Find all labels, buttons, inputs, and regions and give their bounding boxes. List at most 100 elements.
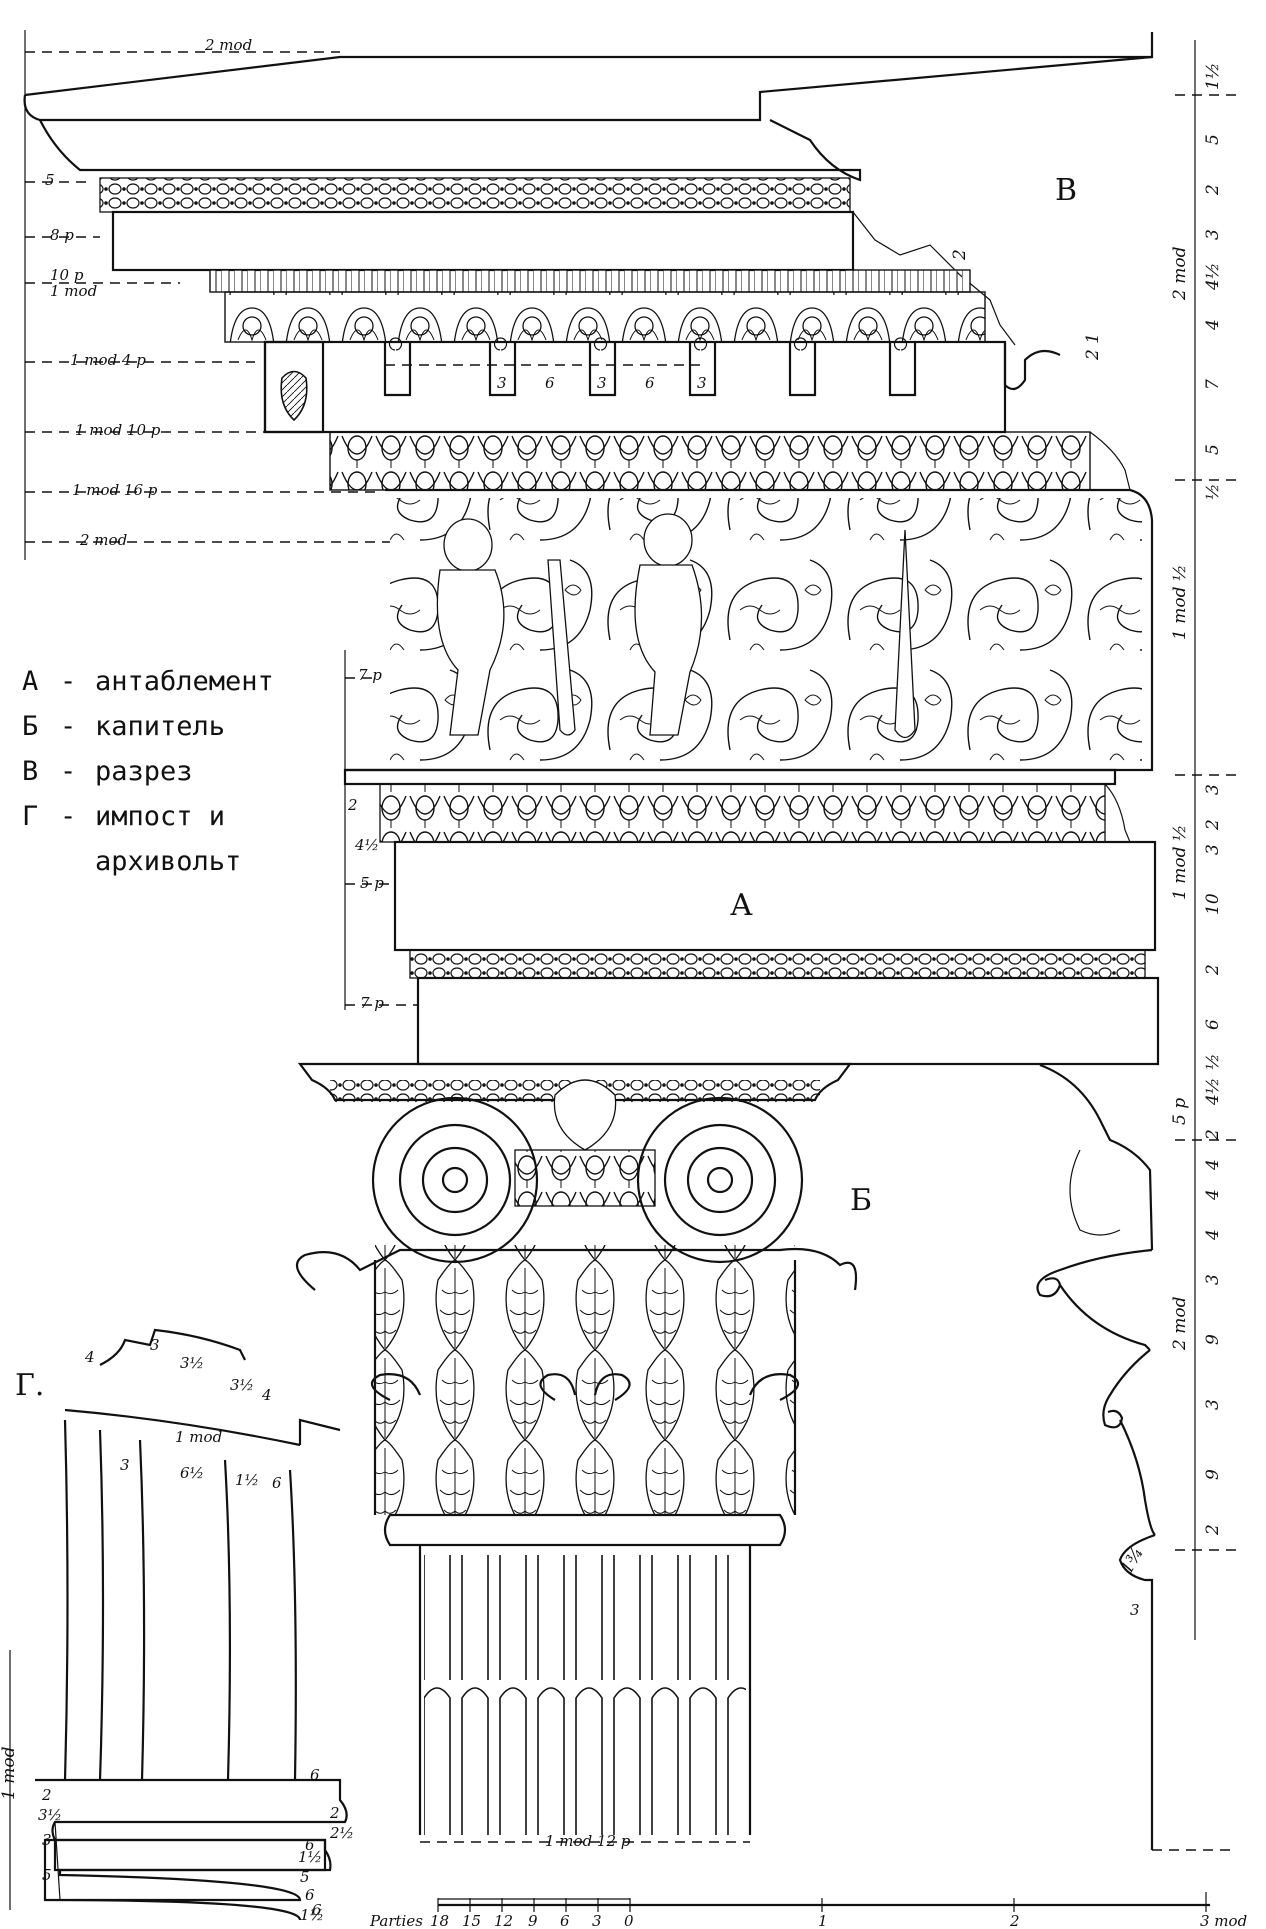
dim-label: 1 mod bbox=[0, 1746, 19, 1800]
dim-label: 4½ bbox=[1203, 1078, 1223, 1106]
dim-label: 4 bbox=[1203, 1229, 1223, 1241]
dim-label: 2 mod bbox=[204, 36, 252, 54]
dim-label: 5 bbox=[300, 1868, 310, 1886]
legend-sep-a: - bbox=[60, 666, 76, 697]
section-profile bbox=[1036, 1063, 1232, 1851]
dim-label: 2 bbox=[1203, 819, 1223, 831]
section-label-capital: Б bbox=[850, 1183, 872, 1218]
modillion-end-box bbox=[263, 340, 325, 434]
dim-label: 4 bbox=[1203, 1189, 1223, 1201]
dim-label: 2 bbox=[1203, 1129, 1223, 1141]
scale-tick: 15 bbox=[462, 1912, 481, 1929]
volute-right bbox=[636, 1096, 804, 1264]
dim-label: 2½ bbox=[329, 1824, 354, 1842]
scale-tick: 6 bbox=[560, 1912, 570, 1929]
volute-left bbox=[371, 1096, 539, 1264]
dim-label: 6 bbox=[272, 1474, 282, 1492]
scale-labels: Parties 18 15 12 9 6 3 0 1 2 3 mod bbox=[369, 1912, 1247, 1929]
dim-label: 1 mod 10 p bbox=[75, 421, 161, 439]
dim-label: 4 bbox=[1203, 319, 1223, 331]
dim-label: 1 mod 16 p bbox=[72, 481, 158, 499]
modillion-band bbox=[263, 340, 1007, 434]
section-label-impost: Г. bbox=[15, 1368, 44, 1403]
dim-label: 9 bbox=[1203, 1334, 1223, 1345]
dim-label: 3 bbox=[1203, 1399, 1223, 1410]
modillion-spacing-labels: 3 6 3 6 3 bbox=[497, 374, 707, 392]
dim-label: 2 bbox=[329, 1804, 340, 1822]
legend-sep-d: - bbox=[60, 801, 76, 832]
scale-tick: 18 bbox=[430, 1912, 449, 1929]
dim-label: 5 p bbox=[1170, 1098, 1190, 1125]
frieze bbox=[345, 488, 1154, 772]
dim-label: 2 1 bbox=[1083, 333, 1103, 361]
spacing-label: 6 bbox=[645, 374, 655, 392]
dim-label: 2 bbox=[347, 796, 358, 814]
spacing-label: 3 bbox=[497, 374, 507, 392]
legend-key-d: Г bbox=[22, 801, 38, 832]
dim-label: 2 mod bbox=[1170, 246, 1190, 301]
legend-text-d: импост и bbox=[95, 801, 225, 832]
dim-label: 3 bbox=[1203, 784, 1223, 795]
dim-label: 3 bbox=[42, 1831, 52, 1849]
dim-label: 1 mod bbox=[175, 1428, 222, 1446]
impost-archivolt bbox=[35, 1328, 348, 1921]
scale-bar bbox=[437, 1892, 1210, 1912]
right-dimension-labels: 1½ 5 2 3 4½ 4 7 5 ½ 1 mod ½ 3 2 3 1 mod … bbox=[950, 63, 1223, 1619]
dim-label: 1½ bbox=[1203, 63, 1223, 90]
scale-tick: 3 mod bbox=[1200, 1912, 1247, 1929]
architrave-fascia-lower bbox=[416, 976, 1160, 1066]
dim-label: 5 bbox=[1203, 134, 1223, 145]
dim-label: 5 bbox=[1203, 444, 1223, 455]
frieze-putti bbox=[436, 513, 916, 739]
section-label-section: В bbox=[1055, 173, 1077, 208]
dim-label: 6 bbox=[312, 1901, 322, 1919]
dim-label: 1½ bbox=[298, 1848, 322, 1866]
scale-tick: 1 bbox=[818, 1912, 828, 1929]
acanthus-body bbox=[375, 1245, 795, 1515]
section-volute-upper bbox=[1036, 1248, 1153, 1298]
dim-label: 5 bbox=[42, 1866, 52, 1884]
legend-text-a: антаблемент bbox=[95, 666, 274, 697]
astragal bbox=[383, 1513, 787, 1547]
column-shaft bbox=[418, 1545, 752, 1835]
impost-dimension-labels: 4 3 3½ 3½ 4 1 mod 3 6½ 1½ 6 6 2 3½ 3 5 2… bbox=[0, 1336, 354, 1924]
modillion-end-leaf bbox=[280, 370, 308, 422]
dim-label: 3 bbox=[1203, 844, 1223, 855]
section-volute-lower bbox=[1102, 1349, 1151, 1429]
legend-sep-c: - bbox=[60, 756, 76, 787]
dim-label: 1 mod ½ bbox=[1170, 825, 1190, 900]
dim-label: 9 bbox=[1203, 1469, 1223, 1480]
architrave-beads-lower bbox=[409, 949, 1146, 979]
dentil-band bbox=[209, 269, 971, 293]
cornice-top bbox=[24, 32, 1154, 97]
dim-label: 3 bbox=[120, 1456, 130, 1474]
modillions bbox=[383, 337, 917, 397]
dim-label: 6 bbox=[305, 1836, 315, 1854]
dim-label: 1 mod 4 p bbox=[70, 351, 146, 369]
legend-text-c: разрез bbox=[95, 756, 193, 787]
frieze-ornament bbox=[390, 498, 1142, 764]
dim-label: 4 bbox=[1203, 1159, 1223, 1171]
scale-tick: 0 bbox=[624, 1912, 634, 1929]
legend-text-b: капитель bbox=[95, 711, 225, 742]
dim-label: 3½ bbox=[38, 1806, 62, 1824]
dim-label: ½ bbox=[1203, 1054, 1223, 1070]
dim-label: 2 bbox=[41, 1786, 52, 1804]
dim-label: 6 bbox=[305, 1886, 315, 1904]
legend-key-b: Б bbox=[22, 711, 38, 742]
dim-label: 3½ bbox=[180, 1354, 204, 1372]
dim-label: 1½ bbox=[235, 1471, 259, 1489]
dim-label: 1¾ bbox=[1117, 1544, 1148, 1578]
dim-label: 3 bbox=[150, 1336, 160, 1354]
corona-soffit-egg bbox=[99, 177, 851, 213]
dim-label: 7 p bbox=[360, 994, 384, 1012]
dim-label: 3 bbox=[1130, 1601, 1140, 1619]
dim-label: 10 p bbox=[50, 266, 84, 284]
abacus-flower bbox=[553, 1079, 617, 1151]
dim-label: 5 p bbox=[360, 874, 384, 892]
dim-label: 5 bbox=[45, 171, 55, 189]
bed-moulding-ornament bbox=[224, 291, 986, 343]
legend: А - антаблемент Б - капитель В - разрез … bbox=[22, 666, 274, 877]
dim-label: 1 mod ½ bbox=[1170, 565, 1190, 640]
